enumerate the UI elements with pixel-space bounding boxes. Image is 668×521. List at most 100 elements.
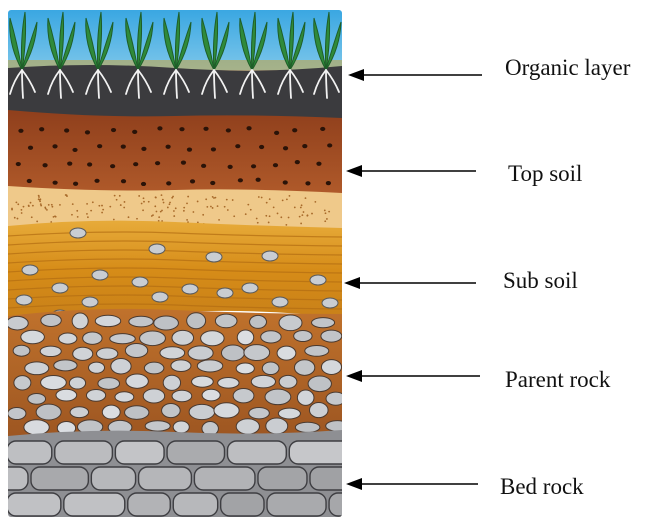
pebble (22, 265, 38, 275)
plant-root (138, 70, 139, 98)
sand-grain (326, 218, 328, 220)
soil-dot (87, 162, 92, 166)
sand-grain (48, 204, 50, 206)
bed-rock-stone (128, 493, 171, 516)
soil-dot (292, 128, 297, 132)
soil-dot (39, 127, 44, 131)
pebble (145, 421, 170, 431)
sand-grain (301, 204, 303, 206)
pebble (25, 362, 49, 375)
sand-grain (51, 206, 53, 208)
sand-grain (227, 209, 229, 211)
sand-grain (23, 206, 25, 208)
pebble (308, 376, 331, 392)
soil-dot (246, 126, 251, 130)
pebble (261, 331, 281, 343)
pebble (233, 389, 254, 403)
pebble (262, 251, 278, 261)
pebble (8, 407, 26, 419)
sand-grain (116, 199, 118, 201)
sand-grain (45, 208, 47, 210)
soil-dot (181, 161, 186, 165)
pebble (24, 420, 49, 435)
soil-dot (133, 162, 138, 166)
sand-grain (87, 216, 89, 218)
pebble (321, 330, 342, 342)
sand-grain (151, 215, 153, 217)
pebble (70, 407, 88, 418)
pebble (163, 375, 180, 390)
pebble (14, 376, 31, 390)
pebble (322, 298, 338, 308)
soil-dot (228, 165, 233, 169)
pebble (265, 389, 291, 404)
pebble (162, 403, 181, 417)
sand-grain (136, 218, 138, 220)
plant-root (98, 70, 99, 98)
sand-grain (183, 210, 185, 212)
soil-dot (283, 180, 288, 184)
sand-grain (173, 210, 175, 212)
pebble (250, 315, 267, 328)
sand-grain (301, 214, 303, 216)
soil-dot (53, 181, 58, 185)
sand-grain (206, 206, 208, 208)
sand-grain (288, 217, 290, 219)
pebble (152, 292, 168, 302)
bed-rock-stone (91, 467, 135, 490)
pebble (110, 334, 135, 344)
sand-grain (11, 208, 13, 210)
sand-grain (154, 205, 156, 207)
soil-dot (327, 143, 332, 147)
sand-grain (17, 218, 19, 220)
sand-grain (300, 223, 302, 225)
sand-grain (163, 202, 165, 204)
pebble (154, 316, 179, 330)
label-top-soil: Top soil (508, 161, 582, 186)
soil-dot (295, 160, 300, 164)
sand-grain (142, 209, 144, 211)
sand-grain (186, 219, 188, 221)
pebble (201, 331, 225, 346)
pebble (129, 316, 153, 327)
sand-grain (109, 206, 111, 208)
soil-dot (141, 147, 146, 151)
sand-grain (268, 222, 270, 224)
sand-grain (101, 212, 103, 214)
sand-grain (273, 206, 275, 208)
pebble (28, 394, 46, 405)
bed-rock-stone (221, 493, 264, 516)
pebble (83, 332, 102, 344)
soil-dot (16, 162, 21, 166)
sand-grain (17, 203, 19, 205)
sand-grain (21, 212, 23, 214)
sand-grain (212, 207, 214, 209)
pebble (251, 375, 275, 388)
sand-grain (86, 203, 88, 205)
soil-dot (316, 162, 321, 166)
label-parent-rock: Parent rock (505, 367, 611, 392)
sand-grain (102, 209, 104, 211)
pebble (217, 288, 233, 298)
pebble (237, 330, 253, 345)
pebble (279, 375, 297, 388)
soil-dot (302, 144, 307, 148)
sand-grain (205, 198, 207, 200)
soil-dot (42, 163, 47, 167)
sand-grain (77, 216, 79, 218)
bed-rock-stone (310, 467, 360, 490)
soil-dot (251, 164, 256, 168)
arrow-sub-soil (344, 277, 476, 289)
bed-rock-stone (7, 493, 61, 516)
sand-grain (161, 194, 163, 196)
soil-dot (235, 144, 240, 148)
soil-dot (201, 164, 206, 168)
sand-grain (92, 201, 94, 203)
pebble (172, 390, 192, 402)
soil-dot (73, 182, 78, 186)
soil-dot (226, 128, 231, 132)
sand-grain (98, 205, 100, 207)
soil-dot (18, 129, 23, 133)
sand-grain (169, 202, 171, 204)
sand-grain (311, 213, 313, 215)
